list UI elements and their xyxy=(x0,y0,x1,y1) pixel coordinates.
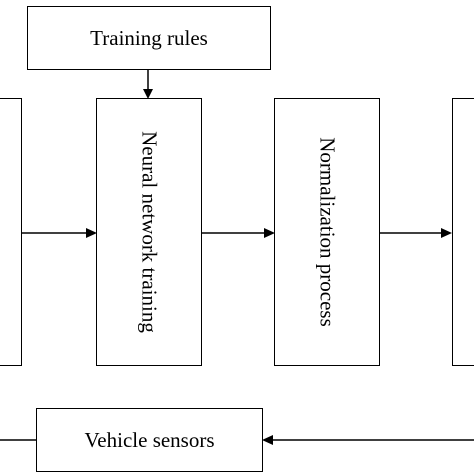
neural-network-training-box: Neural network training xyxy=(96,98,202,366)
arrowhead-training-to-neural xyxy=(143,89,153,99)
arrowhead-normalization-to-right xyxy=(441,228,452,238)
training-rules-label: Training rules xyxy=(90,25,208,50)
left-partial-box xyxy=(0,98,22,366)
arrowhead-left-to-neural xyxy=(86,228,97,238)
normalization-process-label: Normalization process xyxy=(315,137,340,327)
arrowhead-neural-to-normalization xyxy=(264,228,275,238)
training-rules-box: Training rules xyxy=(27,6,271,70)
normalization-process-box: Normalization process xyxy=(274,98,380,366)
vehicle-sensors-label: Vehicle sensors xyxy=(84,427,215,452)
right-partial-box xyxy=(452,98,474,366)
vehicle-sensors-box: Vehicle sensors xyxy=(36,408,263,472)
neural-network-training-label: Neural network training xyxy=(137,131,162,333)
arrowhead-right-to-sensors xyxy=(262,435,273,445)
